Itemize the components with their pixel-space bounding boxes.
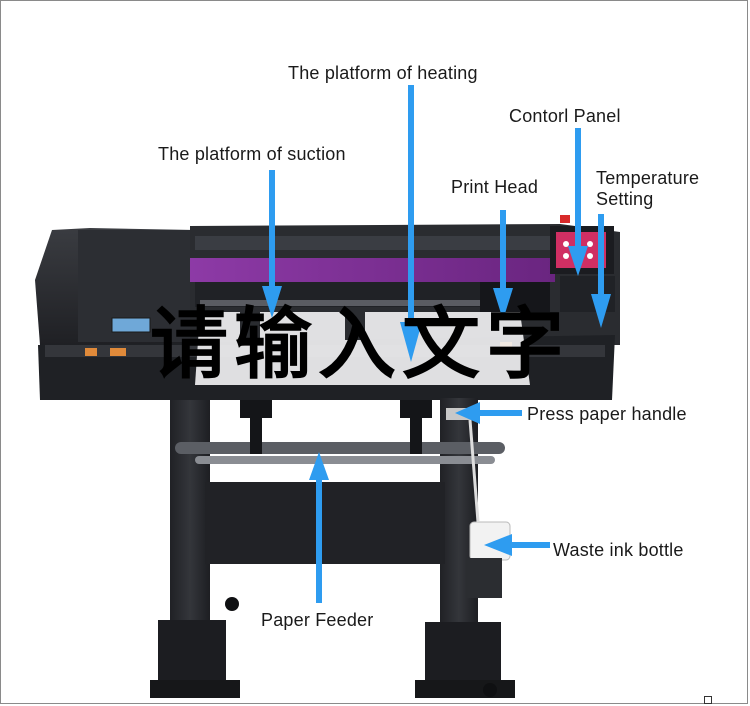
label-temperature: Temperature [596,168,700,188]
label-control-panel: Contorl Panel [509,106,621,126]
watermark-text: 请输入文字 [150,300,571,390]
side-display [111,317,151,333]
label-waste-ink-bottle: Waste ink bottle [553,540,684,560]
label-platform-of-heating: The platform of heating [288,63,478,83]
annotation-arrows [262,85,611,603]
label-print-head: Print Head [451,177,539,197]
label-platform-of-suction: The platform of suction [158,144,346,164]
label-paper-feeder: Paper Feeder [261,610,374,630]
power-button [560,215,570,223]
printer-stand [150,398,515,698]
label-press-paper-handle: Press paper handle [527,404,687,424]
label-setting: Setting [596,189,654,209]
purple-strip [190,258,555,282]
corner-marker [704,696,712,704]
